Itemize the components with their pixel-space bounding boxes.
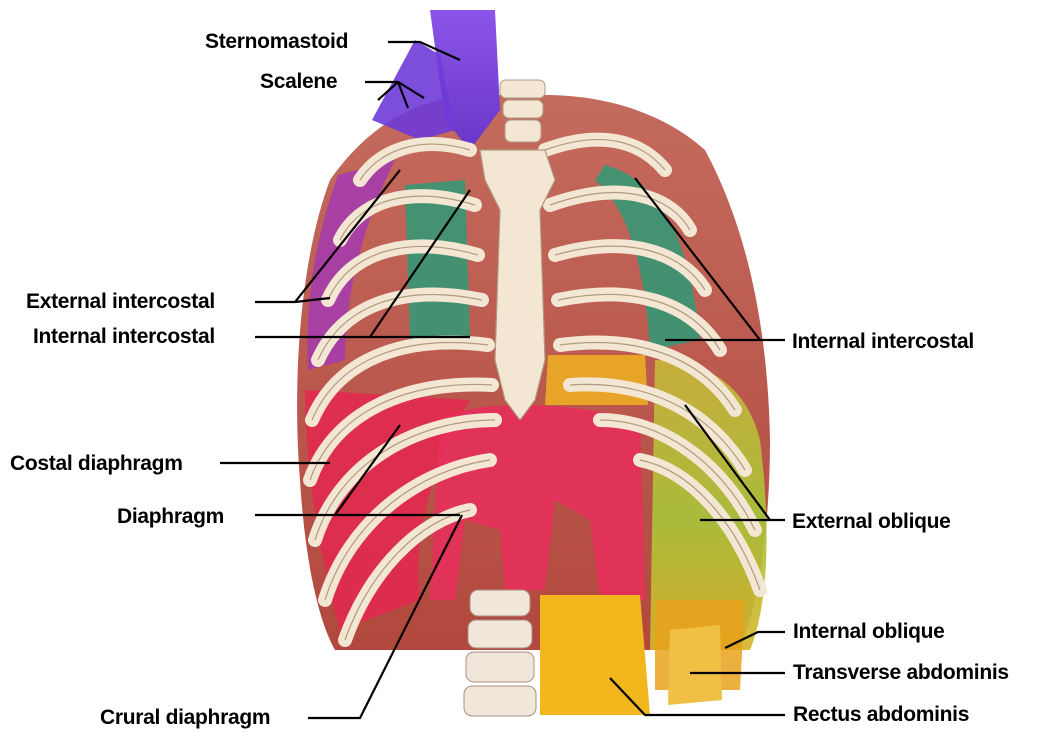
label-internal-oblique: Internal oblique xyxy=(793,620,945,644)
transverse-abdominis-muscle xyxy=(668,625,722,705)
label-rectus-abdominis: Rectus abdominis xyxy=(793,703,969,727)
label-external-intercostal: External intercostal xyxy=(26,290,215,314)
label-diaphragm: Diaphragm xyxy=(117,505,224,529)
rectus-abdominis-muscle xyxy=(540,595,650,715)
lumbar-spine xyxy=(464,590,536,716)
label-internal-intercostal-left: Internal intercostal xyxy=(33,325,215,349)
label-transverse-abdominis: Transverse abdominis xyxy=(793,661,1009,685)
label-internal-intercostal-right: Internal intercostal xyxy=(792,330,974,354)
label-scalene: Scalene xyxy=(260,70,337,94)
label-external-oblique: External oblique xyxy=(792,510,951,534)
label-sternomastoid: Sternomastoid xyxy=(205,30,348,54)
label-costal-diaphragm: Costal diaphragm xyxy=(10,452,183,476)
label-crural-diaphragm: Crural diaphragm xyxy=(100,706,270,730)
cervical-spine xyxy=(500,80,545,142)
